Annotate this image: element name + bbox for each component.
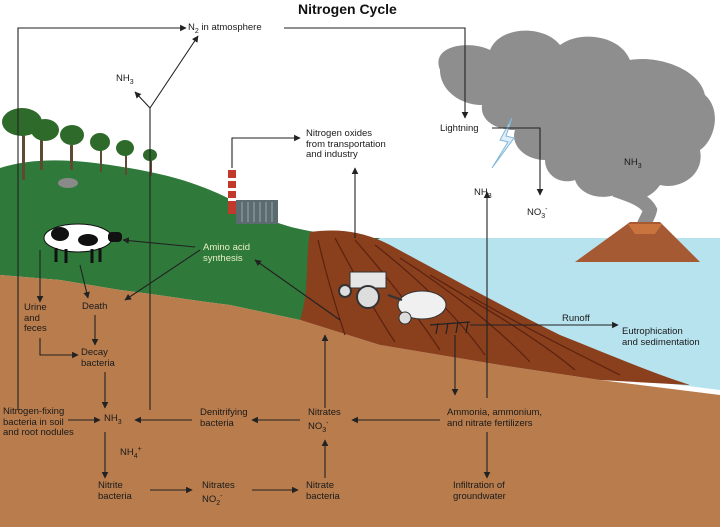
label-no3-sky: NO3-	[527, 206, 548, 221]
lightning-bolt	[491, 117, 515, 169]
label-infiltration: Infiltration of groundwater	[453, 480, 506, 502]
label-nh4: NH4+	[120, 446, 142, 461]
label-nitrogen-fixing-bacteria: Nitrogen-fixing bacteria in soil and roo…	[3, 406, 74, 438]
trees	[2, 108, 157, 188]
label-nh3-top-left: NH3	[116, 73, 134, 86]
label-death: Death	[82, 301, 108, 312]
label-fertilizers: Ammonia, ammonium, and nitrate fertilize…	[447, 407, 543, 429]
label-nitrogen-oxides: Nitrogen oxides from transportation and …	[306, 128, 386, 160]
cycle-arrows	[17, 24, 619, 494]
green-hill	[0, 160, 380, 320]
label-n2-atmosphere: N2 in atmosphere	[188, 22, 262, 35]
factory	[228, 170, 278, 224]
label-nh3-soil: NH3	[104, 413, 122, 426]
label-amino-acid-synthesis: Amino acid synthesis	[203, 242, 250, 264]
soil	[0, 275, 720, 527]
label-denitrifying-bacteria: Denitrifying bacteria	[200, 407, 248, 429]
cow	[43, 223, 122, 263]
diagram-title: Nitrogen Cycle	[298, 1, 397, 17]
label-urine-feces: Urine and feces	[24, 302, 47, 334]
volcano	[575, 222, 700, 262]
label-decay-bacteria: Decay bacteria	[81, 347, 115, 369]
label-lightning: Lightning	[440, 123, 479, 134]
label-nh3-volcano: NH3	[624, 157, 642, 170]
label-runoff: Runoff	[562, 313, 590, 324]
label-eutrophication: Eutrophication and sedimentation	[622, 326, 700, 348]
plowed-field	[300, 230, 690, 385]
label-nitrite-bacteria: Nitrite bacteria	[98, 480, 132, 502]
label-nitrate-bacteria: Nitrate bacteria	[306, 480, 340, 502]
tractor	[338, 271, 471, 335]
label-nh3-sky: NH3	[474, 187, 492, 200]
